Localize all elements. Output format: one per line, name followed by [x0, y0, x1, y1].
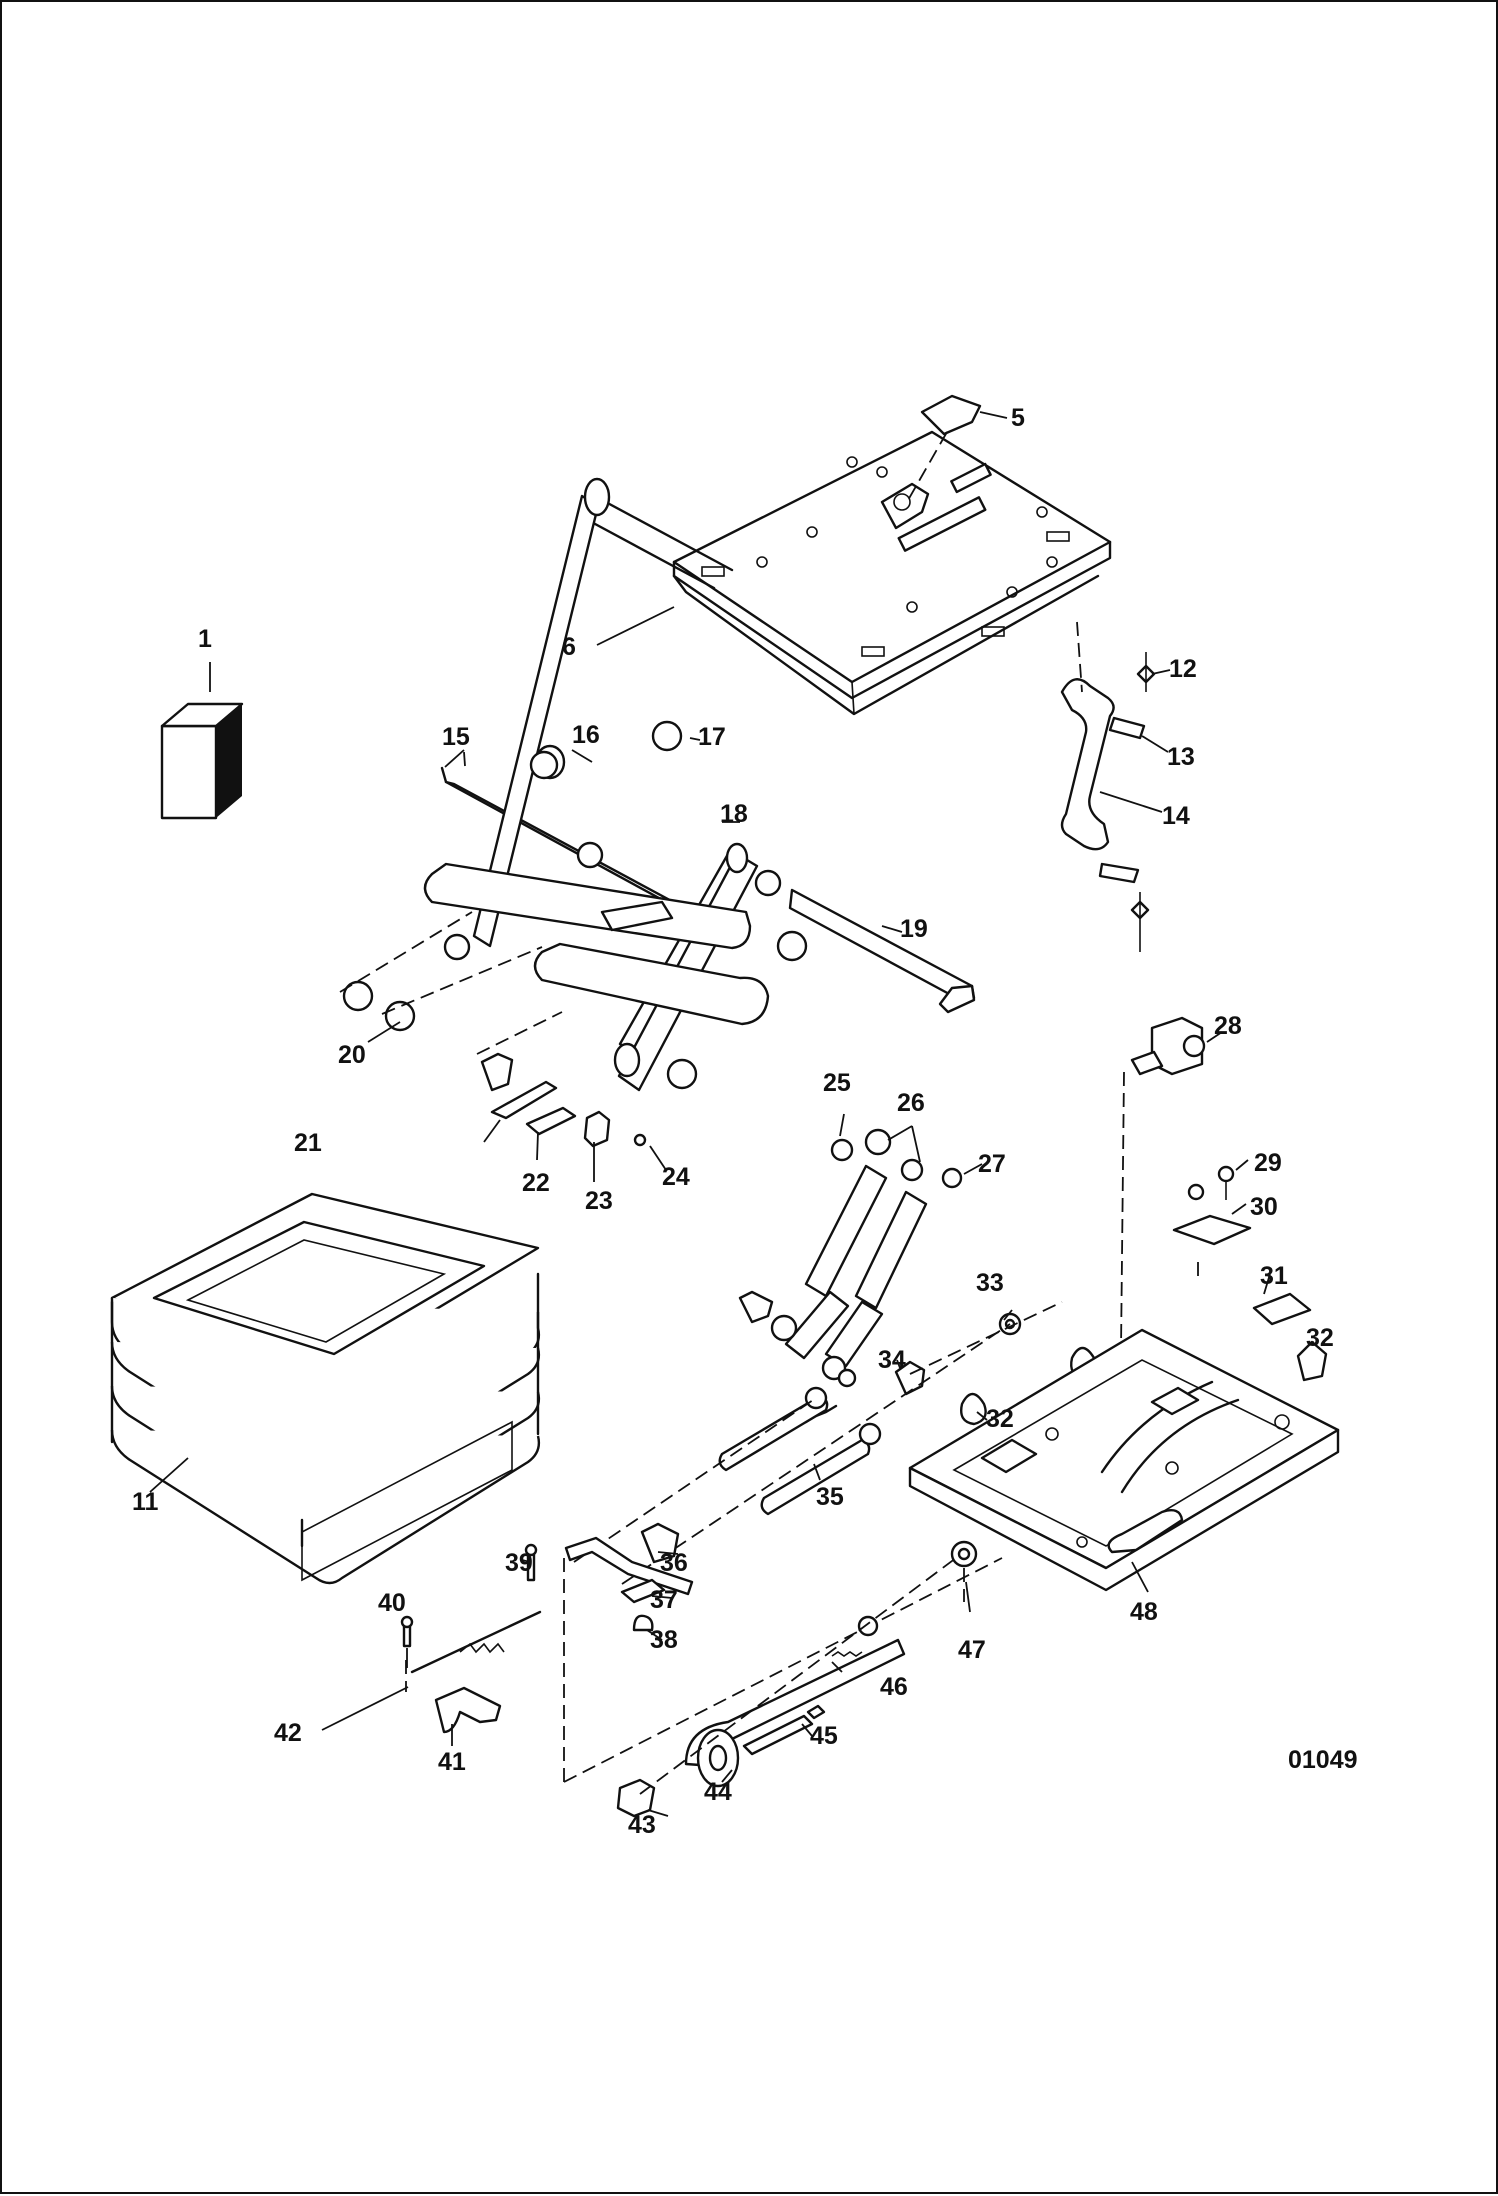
part-1-kit-box	[160, 662, 244, 820]
callout-13: 13	[1167, 743, 1195, 771]
callout-29: 29	[1254, 1149, 1282, 1177]
part-48-base-frame	[908, 1328, 1340, 1593]
callout-35: 35	[816, 1483, 844, 1511]
callout-48: 48	[1130, 1598, 1158, 1626]
callout-38: 38	[650, 1626, 678, 1654]
callout-18: 18	[720, 800, 748, 828]
callout-47: 47	[958, 1636, 986, 1664]
callout-24: 24	[662, 1163, 690, 1191]
parts-33-38	[563, 1301, 1063, 1783]
callout-46: 46	[880, 1673, 908, 1701]
callout-25: 25	[823, 1069, 851, 1097]
callout-19: 19	[900, 915, 928, 943]
part-11-bellows-cover	[110, 1192, 541, 1585]
callout-5: 5	[1011, 404, 1025, 432]
callout-39: 39	[505, 1549, 533, 1577]
parts-21-24	[476, 1011, 667, 1182]
part-6-seat-plate	[596, 430, 1112, 716]
callout-12: 12	[1169, 655, 1197, 683]
callout-36: 36	[660, 1549, 688, 1577]
scissor-frame-assembly	[339, 477, 976, 1092]
callout-30: 30	[1250, 1193, 1278, 1221]
callout-16: 16	[572, 721, 600, 749]
callout-23: 23	[585, 1187, 613, 1215]
callout-37: 37	[650, 1586, 678, 1614]
parts-39-47	[321, 1540, 978, 1818]
callout-22: 22	[522, 1169, 550, 1197]
callout-21: 21	[294, 1129, 322, 1157]
callout-41: 41	[438, 1748, 466, 1776]
callout-15: 15	[442, 723, 470, 751]
callout-42: 42	[274, 1719, 302, 1747]
callout-26: 26	[897, 1089, 925, 1117]
callout-32: 32	[986, 1405, 1014, 1433]
part-14-latch-arm	[1060, 621, 1171, 952]
callout-11: 11	[132, 1488, 159, 1516]
callout-6: 6	[562, 633, 576, 661]
callout-44: 44	[704, 1778, 732, 1806]
parts-25-27-dampers	[738, 1113, 983, 1388]
callout-32: 32	[1306, 1324, 1334, 1352]
callout-20: 20	[338, 1041, 366, 1069]
callout-45: 45	[810, 1722, 838, 1750]
callout-34: 34	[878, 1346, 906, 1374]
callout-14: 14	[1162, 802, 1190, 830]
callout-43: 43	[628, 1811, 656, 1839]
callout-33: 33	[976, 1269, 1004, 1297]
callout-31: 31	[1260, 1262, 1288, 1290]
callout-27: 27	[978, 1150, 1006, 1178]
drawing-number: 01049	[1288, 1746, 1358, 1774]
callout-28: 28	[1214, 1012, 1242, 1040]
part-5-bracket	[906, 394, 1008, 503]
callout-17: 17	[698, 723, 726, 751]
callout-40: 40	[378, 1589, 406, 1617]
callout-1: 1	[198, 625, 212, 653]
